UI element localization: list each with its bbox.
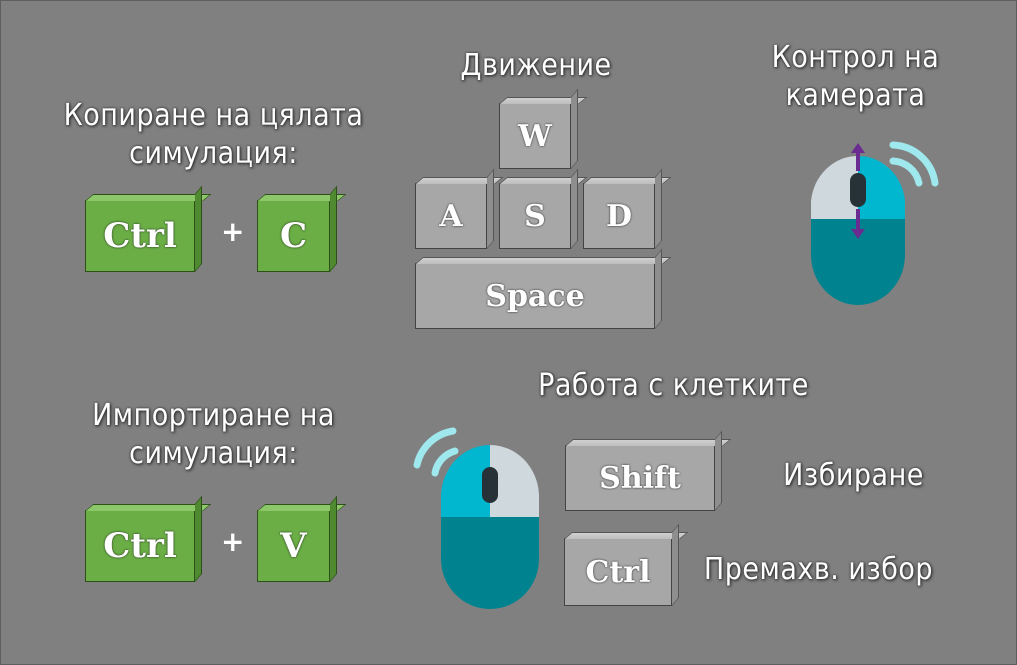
deselect-label: Премахв. избор [703,552,934,587]
import-label-line2: симулация: [129,435,298,471]
key-s: S [499,183,571,249]
copy-c-key: C [257,200,330,272]
import-plus-sign: + [221,525,245,558]
camera-control-label: Контрол на камерата [743,39,968,114]
key-d: D [583,183,655,249]
key-shift: Shift [565,445,715,511]
camera-label-line1: Контрол на [771,40,940,75]
select-label: Избиране [783,458,924,493]
cells-title: Работа с клетките [538,368,809,403]
mouse-left-click-icon [413,427,539,609]
import-label-line1: Импортиране на [92,398,335,433]
key-space: Space [415,263,655,329]
key-w: W [499,103,571,169]
camera-label-line2: камерата [785,77,926,113]
import-simulation-label: Импортиране на симулация: [41,397,386,472]
copy-plus-sign: + [221,215,245,248]
import-v-key: V [257,510,330,582]
copy-label-line2: симулация: [129,135,298,171]
copy-simulation-label: Копиране на цялата симулация: [41,97,386,172]
key-ctrl-deselect: Ctrl [564,538,672,606]
mouse-scroll-icon [811,141,939,305]
movement-title: Движение [460,48,612,83]
import-ctrl-key: Ctrl [85,510,195,582]
key-a: A [415,183,487,249]
copy-ctrl-key: Ctrl [85,200,195,272]
copy-label-line1: Копиране на цялата [63,98,364,133]
